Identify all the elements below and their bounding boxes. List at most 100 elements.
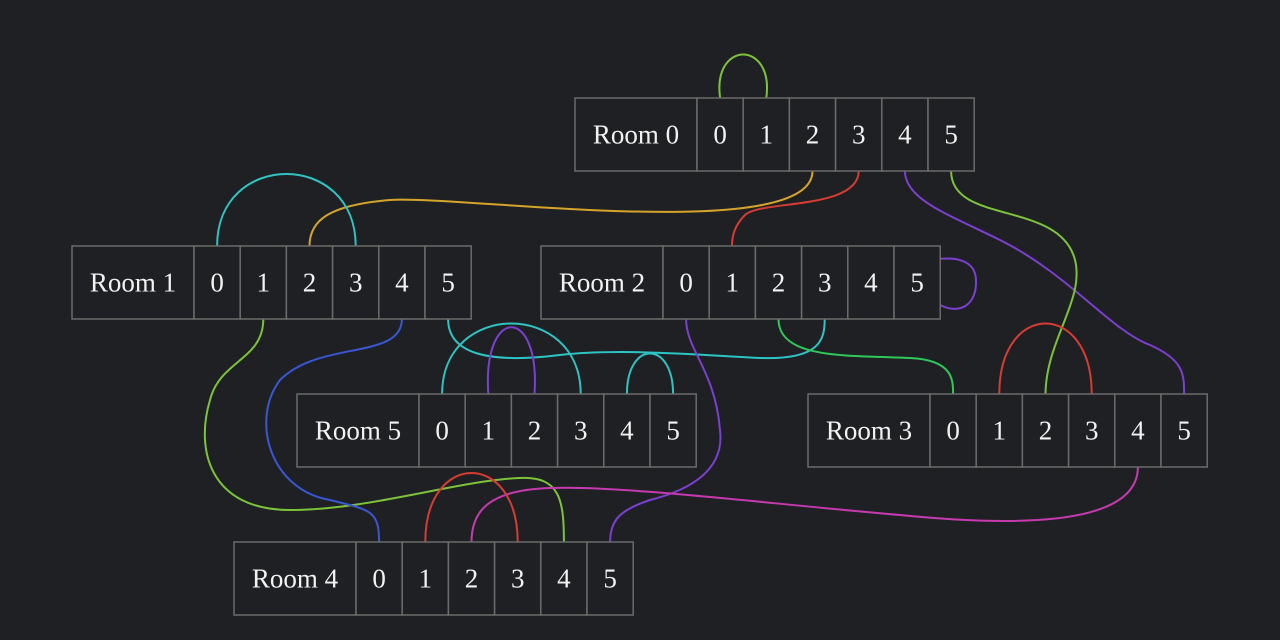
connection-room0-port0-to-room0-port1 <box>718 53 768 99</box>
port-label: 0 <box>435 416 449 446</box>
port-label: 5 <box>944 120 958 150</box>
room-3-port-3-cell[interactable] <box>1067 393 1116 468</box>
room-3-port-4-cell[interactable] <box>1114 393 1162 468</box>
room-5-port-1-cell[interactable] <box>464 393 513 468</box>
room-5-port-5-cell[interactable] <box>649 393 697 468</box>
room-4-port-5-cell[interactable] <box>586 541 634 616</box>
port-label: 1 <box>760 120 774 150</box>
port-label: 2 <box>1039 416 1053 446</box>
port-label: 3 <box>349 268 363 298</box>
connection-room1-port4-to-room4-port0 <box>265 318 403 543</box>
connection-room1-port1-to-room4-port4 <box>203 318 565 543</box>
room-0-node: Room 0 0 1 2 3 4 5 <box>574 97 975 172</box>
port-label: 0 <box>372 564 386 594</box>
connection-room0-port3-to-room2-port0 <box>731 170 860 247</box>
room-2-node: Room 2 0 1 2 3 4 5 <box>540 245 941 320</box>
port-label: 1 <box>993 416 1007 446</box>
connection-room3-port4-to-room4-port2 <box>470 466 1139 543</box>
port-label: 2 <box>303 268 317 298</box>
room-label-cell <box>233 541 357 616</box>
room-3-port-0-cell[interactable] <box>929 393 977 468</box>
room-5-node: Room 5 0 1 2 3 4 5 <box>296 393 697 468</box>
room-4-port-0-cell[interactable] <box>355 541 403 616</box>
port-label: 1 <box>726 268 740 298</box>
room-2-port-1-cell[interactable] <box>708 245 757 320</box>
room-label: Room 2 <box>559 268 645 298</box>
port-label: 2 <box>465 564 479 594</box>
port-label: 5 <box>1177 416 1191 446</box>
room-4-port-3-cell[interactable] <box>493 541 542 616</box>
port-label: 5 <box>666 416 680 446</box>
port-label: 1 <box>257 268 271 298</box>
port-label: 4 <box>864 268 878 298</box>
connection-room0-port2-to-room1-port2 <box>308 170 814 247</box>
port-label: 4 <box>620 416 634 446</box>
room-5-port-2-cell[interactable] <box>510 393 559 468</box>
port-label: 4 <box>1131 416 1145 446</box>
port-label: 3 <box>818 268 832 298</box>
connection-room4-port1-to-room4-port3 <box>424 472 519 543</box>
room-2-port-3-cell[interactable] <box>800 245 849 320</box>
room-3-port-5-cell[interactable] <box>1160 393 1208 468</box>
room-label: Room 1 <box>90 268 176 298</box>
room-1-port-1-cell[interactable] <box>239 245 288 320</box>
room-label: Room 5 <box>315 416 401 446</box>
room-0-port-5-cell[interactable] <box>927 97 975 172</box>
connection-room2-port0-to-room4-port5 <box>609 318 722 543</box>
room-3-node: Room 3 0 1 2 3 4 5 <box>807 393 1208 468</box>
port-label: 2 <box>806 120 820 150</box>
port-label: 4 <box>395 268 409 298</box>
room-2-port-2-cell[interactable] <box>754 245 803 320</box>
port-label: 3 <box>1085 416 1099 446</box>
port-label: 0 <box>946 416 960 446</box>
port-label: 3 <box>511 564 525 594</box>
port-label: 5 <box>910 268 924 298</box>
port-label: 0 <box>713 120 727 150</box>
port-label: 3 <box>574 416 588 446</box>
room-4-port-4-cell[interactable] <box>540 541 588 616</box>
connection-room3-port1-to-room3-port3 <box>998 322 1093 395</box>
port-label: 4 <box>898 120 912 150</box>
port-label: 1 <box>419 564 433 594</box>
port-label: 0 <box>679 268 693 298</box>
room-1-port-3-cell[interactable] <box>331 245 380 320</box>
port-label: 2 <box>772 268 786 298</box>
room-5-port-0-cell[interactable] <box>418 393 466 468</box>
port-label: 1 <box>482 416 496 446</box>
connection-room5-port4-to-room5-port5 <box>625 352 675 395</box>
connection-room0-port4-to-room3-port5 <box>903 170 1186 395</box>
room-label-cell <box>540 245 664 320</box>
connection-room5-port0-to-room5-port3 <box>441 322 582 395</box>
room-label: Room 0 <box>593 120 679 150</box>
port-label: 5 <box>603 564 617 594</box>
connection-room5-port1-to-room5-port2 <box>486 326 536 395</box>
room-label-cell <box>574 97 698 172</box>
room-label: Room 4 <box>252 564 339 594</box>
room-1-port-5-cell[interactable] <box>424 245 472 320</box>
room-label: Room 3 <box>826 416 912 446</box>
room-5-port-4-cell[interactable] <box>603 393 651 468</box>
room-1-node: Room 1 0 1 2 3 4 5 <box>71 245 472 320</box>
room-2-port-0-cell[interactable] <box>662 245 710 320</box>
connection-room1-port5-to-room2-port3 <box>447 318 826 360</box>
room-2-port-4-cell[interactable] <box>847 245 895 320</box>
port-label: 3 <box>852 120 866 150</box>
port-label: 2 <box>528 416 542 446</box>
room-4-port-1-cell[interactable] <box>401 541 450 616</box>
room-3-port-1-cell[interactable] <box>975 393 1024 468</box>
port-label: 5 <box>441 268 455 298</box>
room-4-node: Room 4 0 1 2 3 4 5 <box>233 541 634 616</box>
connection-room1-port0-to-room1-port3 <box>216 173 357 247</box>
room-5-port-3-cell[interactable] <box>556 393 605 468</box>
port-label: 4 <box>557 564 571 594</box>
room-1-port-0-cell[interactable] <box>193 245 241 320</box>
room-label-cell <box>807 393 931 468</box>
room-2-port-5-cell[interactable] <box>893 245 941 320</box>
connection-room2-port2-to-room3-port0 <box>777 318 955 395</box>
room-label-cell <box>296 393 420 468</box>
port-label: 0 <box>210 268 224 298</box>
room-0-port-4-cell[interactable] <box>881 97 929 172</box>
connection-room0-port5-to-room3-port2 <box>950 170 1078 395</box>
